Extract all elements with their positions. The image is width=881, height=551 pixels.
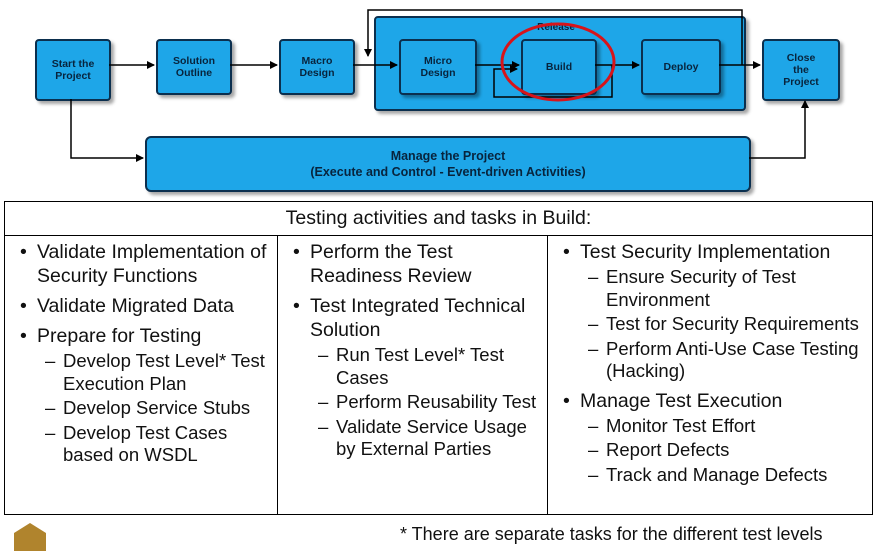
sub-list-item: Monitor Test Effort — [560, 415, 866, 438]
manage-project-box: Manage the Project (Execute and Control … — [145, 136, 751, 192]
list-item-group: Test Security Implementation Ensure Secu… — [560, 240, 866, 383]
sub-list-item: Run Test Level* Test Cases — [290, 344, 541, 389]
footnote: * There are separate tasks for the diffe… — [400, 524, 823, 544]
sub-list-item: Track and Manage Defects — [560, 464, 866, 487]
sub-list-item: Perform Reusability Test — [290, 391, 541, 414]
list-item: Prepare for Testing — [37, 325, 202, 347]
build-activities-table: Testing activities and tasks in Build: V… — [4, 201, 873, 515]
close-project-box: Close the Project — [762, 39, 840, 101]
macro-design-box: Macro Design — [279, 39, 355, 95]
sub-list-item: Develop Service Stubs — [17, 397, 271, 420]
start-project-box: Start the Project — [35, 39, 111, 101]
deploy-box: Deploy — [641, 39, 721, 95]
logo-shape-icon — [14, 523, 46, 551]
arrow-manage-to-close — [749, 100, 809, 159]
micro-design-box: Micro Design — [399, 39, 477, 95]
list-item-group: Prepare for Testing Develop Test Level* … — [17, 324, 271, 467]
list-item: Manage Test Execution — [580, 389, 783, 412]
arrow-start-to-manage — [70, 99, 144, 162]
release-label: Release — [537, 22, 575, 33]
column-3: Test Security Implementation Ensure Secu… — [547, 236, 872, 514]
build-box: Build — [521, 39, 597, 95]
table-columns: Validate Implementation of Security Func… — [5, 236, 872, 514]
sub-list-item: Develop Test Cases based on WSDL — [17, 422, 271, 467]
sub-list-item: Test for Security Requirements — [560, 313, 866, 336]
manage-subtitle: (Execute and Control - Event-driven Acti… — [310, 165, 586, 179]
list-item: Test Integrated Technical Solution — [310, 295, 526, 341]
list-item-group: Test Integrated Technical Solution Run T… — [290, 294, 541, 461]
list-item: Test Security Implementation — [580, 241, 831, 263]
list-item: Validate Migrated Data — [17, 294, 271, 318]
column-2: Perform the Test Readiness Review Test I… — [277, 236, 547, 514]
sub-list-item: Develop Test Level* Test Execution Plan — [17, 350, 271, 395]
column-1: Validate Implementation of Security Func… — [5, 236, 277, 514]
manage-title: Manage the Project — [390, 149, 506, 163]
sub-list-item: Ensure Security of Test Environment — [560, 266, 866, 311]
list-item-group: Manage Test Execution Monitor Test Effor… — [560, 389, 866, 487]
process-flow-diagram: Release Start the Project Solution Outli… — [0, 0, 881, 200]
sub-list-item: Validate Service Usage by External Parti… — [290, 416, 541, 461]
sub-list-item: Report Defects — [560, 439, 866, 462]
list-item: Perform the Test Readiness Review — [290, 240, 541, 288]
solution-outline-box: Solution Outline — [156, 39, 232, 95]
table-title: Testing activities and tasks in Build: — [5, 202, 872, 236]
sub-list-item: Perform Anti-Use Case Testing (Hacking) — [560, 338, 866, 383]
list-item: Validate Implementation of Security Func… — [17, 240, 271, 288]
